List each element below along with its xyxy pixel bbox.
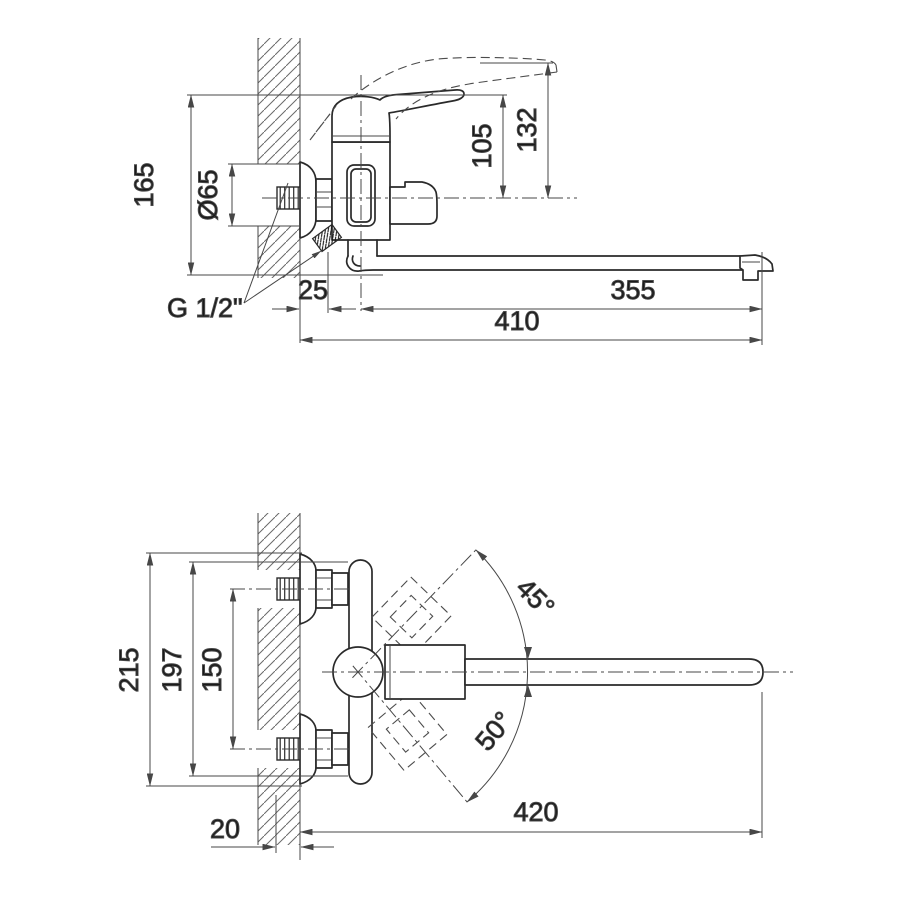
dimensions-plan: 215 197 150 420 20 — [114, 552, 763, 853]
swing-arc-line — [466, 549, 529, 803]
spout-elbow-inner — [351, 255, 361, 267]
ext-lines-197 — [189, 561, 348, 777]
handle-phantom — [309, 56, 558, 141]
spout-base-block — [384, 644, 466, 700]
swivel-axis-up — [352, 549, 477, 679]
nut-flats-upper — [316, 577, 332, 601]
swivel-axis-down — [352, 665, 468, 803]
spout-side — [345, 239, 774, 281]
thread-label: G 1/2" — [167, 293, 243, 323]
wall-edges-plan — [257, 513, 301, 860]
handle-phantom-top — [350, 56, 557, 100]
diverter-knob — [389, 181, 438, 225]
side-view: 165 Ø65 105 132 25 355 410 G 1/2" — [129, 38, 774, 345]
arc-arrow-upper — [524, 647, 532, 659]
handle-phantom-cap — [309, 105, 337, 141]
body-plate-inner — [350, 168, 372, 223]
plan-view: 45° 50° 215 197 150 420 20 — [114, 513, 793, 860]
wall-hatch-area-plan — [258, 513, 300, 845]
spout-underside — [345, 255, 744, 272]
ext-lines-215 — [146, 552, 302, 787]
dim-25-label: 25 — [298, 275, 328, 305]
dim-150-label: 150 — [197, 647, 227, 692]
nut-flats-lower — [316, 737, 332, 761]
ext-lines-reach — [299, 252, 763, 345]
ext-lines-420-20 — [275, 692, 763, 853]
wall-edges — [257, 38, 301, 278]
dim-197-label: 197 — [157, 647, 187, 692]
ext-lines-d65 — [228, 163, 300, 227]
wall-hatch-side — [256, 38, 302, 278]
outlet-thread-seal — [311, 223, 343, 253]
dim-410-label: 410 — [494, 306, 539, 336]
arc-arrow-lower — [524, 685, 532, 697]
lever-handle — [331, 89, 465, 143]
dim-165-label: 165 — [129, 162, 159, 207]
dim-132-label: 132 — [512, 107, 542, 152]
hex-nut-flats — [316, 191, 332, 208]
hex-nut — [315, 178, 333, 222]
wall-hatch-plan — [256, 513, 302, 860]
dimensions-side: 165 Ø65 105 132 25 355 410 G 1/2" — [129, 62, 763, 345]
spout-outlet — [347, 239, 378, 257]
eccentric-lower — [276, 713, 349, 785]
dim-420-label: 420 — [513, 797, 558, 827]
wall-hatch-area — [258, 38, 300, 278]
thread-leader-2 — [243, 250, 322, 304]
dim-355-label: 355 — [610, 275, 655, 305]
thread-leader-1 — [243, 182, 289, 304]
dim-20-label: 20 — [210, 814, 240, 844]
handle-phantom-bottom — [395, 71, 558, 120]
dim-215-label: 215 — [114, 647, 144, 692]
dim-65-label: Ø65 — [193, 169, 223, 220]
handle-phantom-tip — [555, 64, 558, 73]
spout-tip — [739, 254, 774, 281]
escutcheon-flange — [299, 161, 317, 239]
dim-50-label: 50° — [469, 706, 518, 757]
dim-105-label: 105 — [467, 123, 497, 168]
